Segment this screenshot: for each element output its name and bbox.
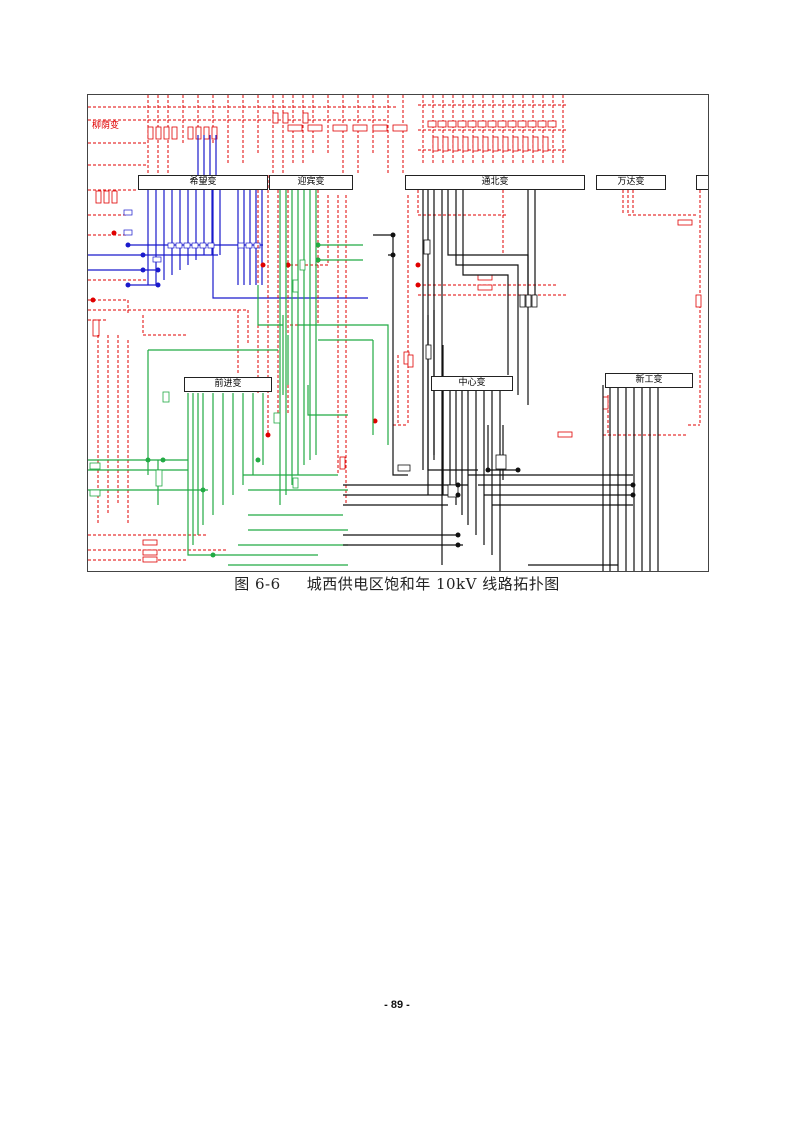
station-wanda: 万达变 — [596, 175, 666, 190]
red-switch-boxes — [92, 112, 557, 337]
blue-switch-row — [123, 209, 261, 263]
topology-diagram — [88, 95, 702, 571]
blue-network — [88, 135, 368, 299]
station-xiwang: 希望变 — [138, 175, 268, 190]
black-boxes — [397, 239, 538, 498]
station-xingong: 新工变 — [605, 373, 693, 388]
green-boxes — [89, 259, 306, 497]
figure-caption: 图 6-6 城西供电区饱和年 10kV 线路拓扑图 — [0, 573, 794, 594]
station-qianjin: 前进变 — [184, 377, 272, 392]
black-network — [343, 187, 659, 571]
blue-nodes — [125, 242, 161, 288]
black-nodes — [390, 232, 636, 548]
station-label-liuyin: 柳荫变 — [91, 121, 121, 132]
green-nodes — [145, 242, 321, 558]
figure-number: 图 6-6 — [234, 575, 281, 593]
station-partial-right — [696, 175, 708, 190]
station-yingbin: 迎宾变 — [269, 175, 353, 190]
red-tie-boxes — [142, 219, 702, 563]
red-network-mid — [88, 175, 701, 561]
station-zhongxin: 中心变 — [431, 376, 513, 391]
figure-title: 城西供电区饱和年 10kV 线路拓扑图 — [306, 575, 560, 593]
green-network — [88, 187, 389, 566]
page-number: - 89 - — [384, 999, 410, 1011]
station-tongbei: 通北变 — [405, 175, 585, 190]
topology-figure: 希望变 迎宾变 通北变 万达变 前进变 中心变 新工变 柳荫变 — [87, 94, 709, 572]
